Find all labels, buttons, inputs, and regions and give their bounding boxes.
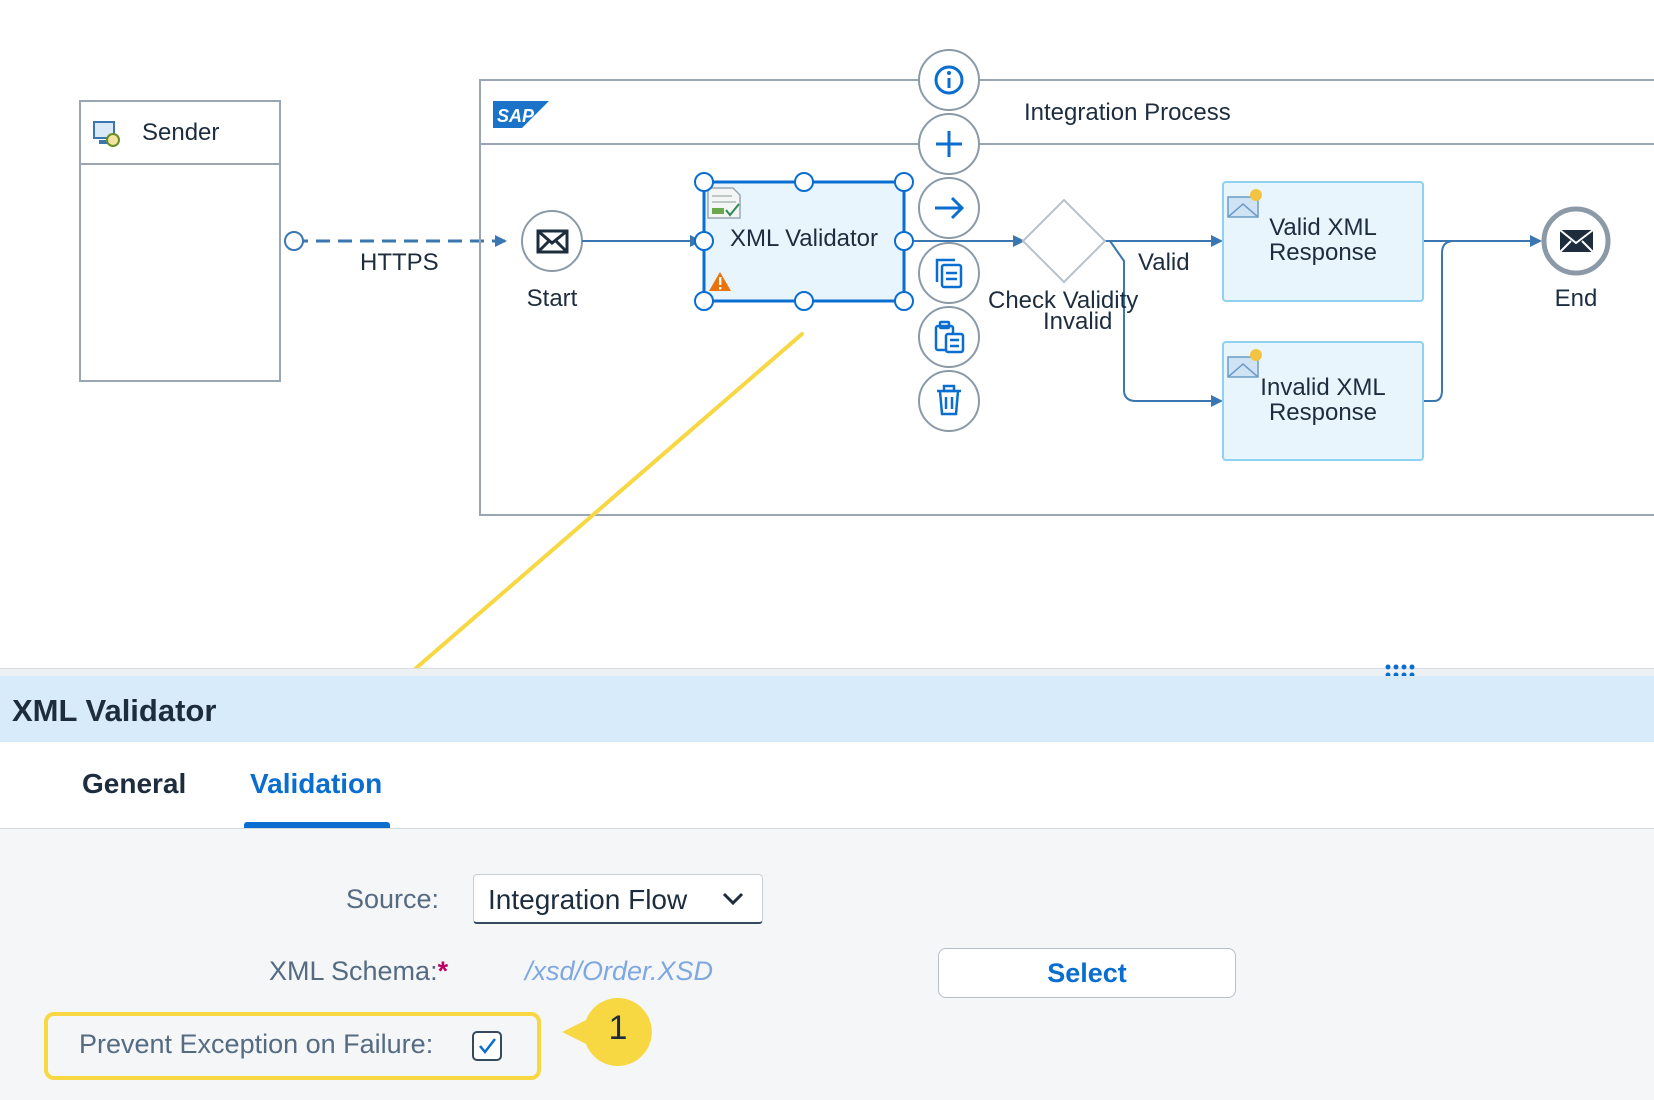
- schema-link[interactable]: /xsd/Order.XSD: [525, 956, 714, 986]
- highlight-box: [44, 1012, 541, 1080]
- sender-system-icon: [93, 121, 120, 147]
- validator-label: XML Validator: [729, 225, 879, 252]
- add-icon: [936, 131, 962, 157]
- flow-invalid-route[interactable]: [1109, 240, 1223, 407]
- prevent-exception-label: Prevent Exception on Failure:: [79, 1029, 434, 1059]
- prevent-exception-checkbox[interactable]: [472, 1031, 502, 1061]
- content-modifier-icon: [1227, 189, 1262, 218]
- active-tab-indicator: [244, 822, 390, 828]
- valid-response-step[interactable]: [1222, 181, 1424, 302]
- valid-route-label: Valid: [1138, 249, 1190, 276]
- tab-general[interactable]: General: [82, 768, 187, 799]
- annotation-arrow: [413, 332, 804, 668]
- valid-response-label: Valid XML Response: [1268, 214, 1378, 266]
- sap-logo: SAP: [493, 101, 549, 128]
- https-label: HTTPS: [360, 249, 439, 276]
- info-button[interactable]: [918, 49, 980, 111]
- source-value: Integration Flow: [488, 884, 688, 915]
- panel-title: XML Validator: [12, 693, 217, 728]
- end-event[interactable]: [1541, 206, 1611, 276]
- sender-label: Sender: [142, 119, 220, 146]
- end-label: End: [1554, 285, 1598, 312]
- sender-participant[interactable]: [79, 100, 281, 382]
- selection-handles[interactable]: [694, 172, 914, 311]
- delete-icon: [937, 384, 961, 416]
- copy-button[interactable]: [918, 242, 980, 304]
- callout-number: 1: [608, 1009, 628, 1047]
- copy-icon: [935, 258, 963, 289]
- source-label: Source:: [346, 884, 440, 914]
- add-button[interactable]: [918, 113, 980, 175]
- flow-invalid-response-to-end[interactable]: [1423, 240, 1455, 402]
- invalid-response-label: Invalid XML Response: [1260, 374, 1386, 426]
- start-label: Start: [526, 285, 578, 312]
- flow-diagram: SAP: [79, 49, 1654, 668]
- validation-form: Source: Integration Flow XML Schema:* /x…: [0, 829, 1654, 1100]
- content-modifier-icon: [1227, 349, 1262, 378]
- chevron-down-icon: [722, 892, 744, 906]
- schema-label: XML Schema:*: [269, 956, 449, 986]
- paste-icon: [934, 320, 965, 354]
- delete-button[interactable]: [918, 370, 980, 432]
- start-event[interactable]: [521, 210, 583, 272]
- select-button[interactable]: Select: [938, 948, 1236, 998]
- properties-tabs: General Validation: [0, 742, 1654, 829]
- checkmark-icon: [479, 1038, 496, 1054]
- gateway-label: Check Validity: [988, 287, 1139, 314]
- callout-marker: [562, 998, 652, 1066]
- integration-flow-canvas[interactable]: SAP: [0, 0, 1654, 668]
- xml-document-icon: [707, 187, 741, 219]
- invalid-response-step[interactable]: [1222, 341, 1424, 461]
- warning-icon[interactable]: [709, 272, 731, 291]
- connect-arrow-icon: [935, 196, 965, 220]
- info-icon: [934, 65, 964, 95]
- connect-button[interactable]: [918, 177, 980, 239]
- https-connection[interactable]: [284, 231, 507, 251]
- tab-validation[interactable]: Validation: [250, 768, 383, 799]
- paste-button[interactable]: [918, 306, 980, 368]
- check-validity-gateway[interactable]: [1021, 198, 1107, 284]
- properties-panel-header: XML Validator: [0, 676, 1654, 742]
- integration-process-pool[interactable]: [479, 79, 1654, 516]
- svg-text:SAP: SAP: [497, 106, 535, 126]
- source-select[interactable]: Integration Flow: [473, 874, 763, 924]
- required-asterisk: *: [437, 956, 449, 986]
- invalid-route-label: Invalid: [1043, 308, 1113, 335]
- pool-title: Integration Process: [1024, 99, 1231, 126]
